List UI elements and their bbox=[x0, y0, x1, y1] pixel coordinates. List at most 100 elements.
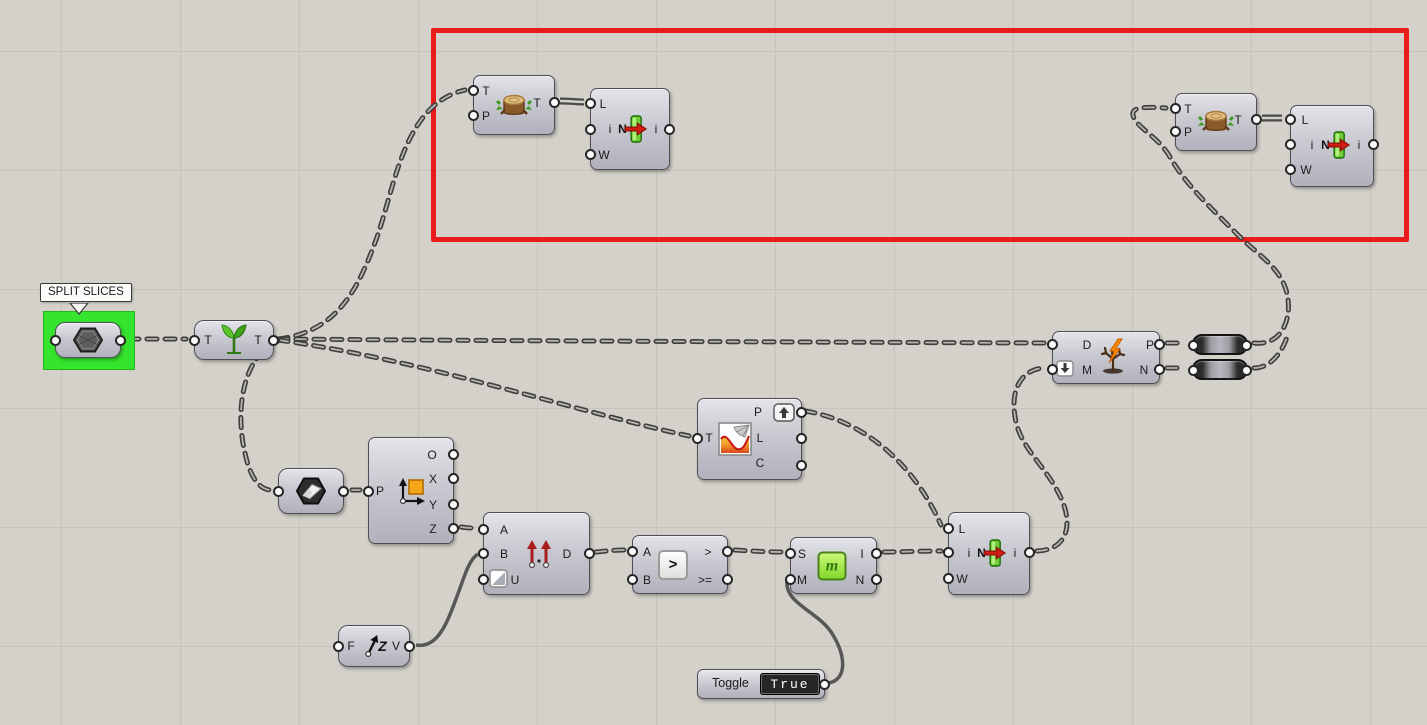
plane-hexagon-icon bbox=[295, 477, 327, 506]
boolean-toggle[interactable]: Toggle True bbox=[697, 669, 830, 699]
output-nub[interactable] bbox=[1241, 365, 1252, 376]
port-label: S bbox=[797, 547, 807, 561]
tree-stump-component[interactable]: T P T bbox=[1170, 93, 1262, 151]
port-label: P bbox=[1183, 125, 1193, 139]
input-nub[interactable] bbox=[692, 433, 703, 444]
output-nub[interactable] bbox=[1241, 340, 1252, 351]
port-label: W bbox=[956, 572, 968, 586]
output-nub[interactable] bbox=[796, 433, 807, 444]
input-nub[interactable] bbox=[943, 573, 954, 584]
port-label: U bbox=[510, 573, 520, 587]
input-nub[interactable] bbox=[1285, 164, 1296, 175]
input-nub[interactable] bbox=[363, 486, 374, 497]
port-label: P bbox=[1145, 338, 1155, 352]
output-nub[interactable] bbox=[722, 546, 733, 557]
output-nub[interactable] bbox=[268, 335, 279, 346]
output-nub[interactable] bbox=[584, 548, 595, 559]
deconstruct-plane-component[interactable]: P O X Y Z bbox=[363, 437, 459, 544]
input-nub[interactable] bbox=[333, 641, 344, 652]
input-nub[interactable] bbox=[50, 335, 61, 346]
data-capsule[interactable] bbox=[1188, 359, 1252, 380]
output-nub[interactable] bbox=[448, 523, 459, 534]
input-nub[interactable] bbox=[585, 124, 596, 135]
output-nub[interactable] bbox=[1251, 114, 1262, 125]
port-label: i bbox=[1013, 546, 1017, 560]
input-nub[interactable] bbox=[478, 524, 489, 535]
output-nub[interactable] bbox=[1024, 547, 1035, 558]
output-nub[interactable] bbox=[448, 499, 459, 510]
output-nub[interactable] bbox=[448, 473, 459, 484]
output-nub[interactable] bbox=[549, 97, 560, 108]
input-nub[interactable] bbox=[1188, 365, 1199, 376]
output-nub[interactable] bbox=[1368, 139, 1379, 150]
input-nub[interactable] bbox=[585, 149, 596, 160]
port-label: P bbox=[481, 109, 491, 123]
up-arrow-button[interactable] bbox=[773, 403, 795, 422]
tree-stump-component[interactable]: T P T bbox=[468, 75, 560, 135]
output-nub[interactable] bbox=[404, 641, 415, 652]
port-label: T bbox=[1234, 113, 1242, 127]
list-item-component[interactable]: L i N i W bbox=[1285, 105, 1379, 187]
solid-wires[interactable] bbox=[414, 552, 845, 685]
input-nub[interactable] bbox=[785, 574, 796, 585]
output-nub[interactable] bbox=[448, 449, 459, 460]
output-nub[interactable] bbox=[871, 574, 882, 585]
group-label-pointer-icon bbox=[68, 302, 90, 315]
port-label: P bbox=[375, 484, 385, 498]
larger-than-component[interactable]: A B > > >= bbox=[627, 535, 733, 594]
unit-z-component[interactable]: F Z V bbox=[333, 625, 415, 667]
port-label: T bbox=[1184, 102, 1192, 116]
input-nub[interactable] bbox=[189, 335, 200, 346]
input-nub[interactable] bbox=[1188, 340, 1199, 351]
input-nub[interactable] bbox=[478, 574, 489, 585]
output-nub[interactable] bbox=[871, 548, 882, 559]
input-nub[interactable] bbox=[468, 110, 479, 121]
input-nub[interactable] bbox=[585, 98, 596, 109]
input-nub[interactable] bbox=[627, 546, 638, 557]
input-nub[interactable] bbox=[273, 486, 284, 497]
plane-param[interactable] bbox=[273, 468, 349, 514]
port-label: Z bbox=[429, 522, 437, 536]
tree-lightning-icon bbox=[1097, 338, 1131, 376]
port-label: i bbox=[608, 122, 612, 136]
curve-graph-component[interactable]: T P L C bbox=[692, 398, 807, 480]
output-nub[interactable] bbox=[1154, 364, 1165, 375]
list-item-component[interactable]: L i N i W bbox=[943, 512, 1035, 595]
data-capsule[interactable] bbox=[1188, 334, 1252, 355]
input-nub[interactable] bbox=[1285, 139, 1296, 150]
input-nub[interactable] bbox=[478, 548, 489, 559]
input-nub[interactable] bbox=[1047, 339, 1058, 350]
input-nub[interactable] bbox=[943, 523, 954, 534]
port-label: B bbox=[642, 573, 652, 587]
output-nub[interactable] bbox=[819, 679, 830, 690]
port-label: A bbox=[642, 545, 652, 559]
toggle-value[interactable]: True bbox=[760, 673, 820, 695]
output-nub[interactable] bbox=[796, 407, 807, 418]
split-slices-geometry-param[interactable] bbox=[50, 322, 126, 358]
input-nub[interactable] bbox=[1285, 114, 1296, 125]
output-nub[interactable] bbox=[796, 460, 807, 471]
input-nub[interactable] bbox=[627, 574, 638, 585]
green-bar-red-arrow-icon: N bbox=[1321, 130, 1351, 160]
output-nub[interactable] bbox=[338, 486, 349, 497]
port-label: P bbox=[753, 405, 763, 419]
member-index-component[interactable]: S M m I N bbox=[785, 537, 882, 594]
output-nub[interactable] bbox=[1154, 339, 1165, 350]
input-nub[interactable] bbox=[1170, 126, 1181, 137]
input-nub[interactable] bbox=[1170, 103, 1181, 114]
input-nub[interactable] bbox=[943, 547, 954, 558]
output-nub[interactable] bbox=[664, 124, 675, 135]
output-nub[interactable] bbox=[115, 335, 126, 346]
two-arrows-component[interactable]: A B U D bbox=[478, 512, 595, 595]
output-nub[interactable] bbox=[722, 574, 733, 585]
input-nub[interactable] bbox=[1047, 364, 1058, 375]
port-label: D bbox=[562, 547, 572, 561]
port-label: i bbox=[1357, 138, 1361, 152]
port-label: M bbox=[797, 573, 807, 587]
port-label: T bbox=[482, 84, 490, 98]
seedling-component[interactable]: T T bbox=[189, 320, 279, 360]
tree-lightning-component[interactable]: D M P N bbox=[1047, 331, 1165, 384]
input-nub[interactable] bbox=[468, 85, 479, 96]
input-nub[interactable] bbox=[785, 548, 796, 559]
list-item-component[interactable]: L i N i W bbox=[585, 88, 675, 170]
